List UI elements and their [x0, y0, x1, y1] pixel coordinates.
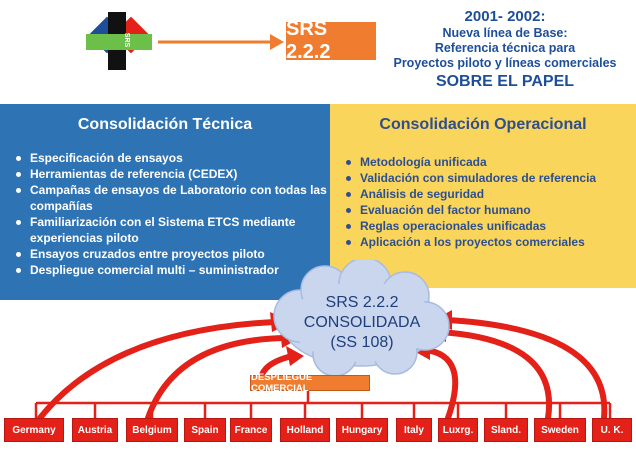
srs-logo: SRS: [86, 12, 152, 70]
country-austria: Austria: [72, 418, 118, 442]
deployment-label: DESPLIEGUE COMERCIAL: [250, 372, 370, 394]
country-spain: Spain: [184, 418, 226, 442]
operational-item: Reglas operacionales unificadas: [346, 218, 636, 234]
cloud-line3: (SS 108): [330, 334, 394, 351]
operational-item: Validación con simuladores de referencia: [346, 170, 636, 186]
operational-list: Metodología unificada Validación con sim…: [330, 154, 636, 250]
convergence-arrows: [37, 317, 608, 421]
technical-title: Consolidación Técnica: [77, 116, 253, 133]
srs-version-box: SRS 2.2.2: [286, 18, 376, 63]
technical-item: Especificación de ensayos: [16, 150, 330, 166]
header-on-paper: SOBRE EL PAPEL: [435, 73, 575, 90]
operational-item: Análisis de seguridad: [346, 186, 636, 202]
technical-item: Herramientas de referencia (CEDEX): [16, 166, 330, 182]
deployment-diagram: [34, 260, 612, 421]
operational-item: Evaluación del factor humano: [346, 202, 636, 218]
technical-item: Campañas de ensayos de Laboratorio con t…: [16, 182, 330, 214]
technical-item: Familiarización con el Sistema ETCS medi…: [16, 214, 330, 246]
country-sland: Sland.: [484, 418, 528, 442]
svg-text:SRS: SRS: [123, 33, 130, 48]
header-line3: Referencia técnica para: [434, 41, 576, 55]
operational-panel: Consolidación Operacional Metodología un…: [330, 104, 636, 288]
arrow-to-srs: [158, 34, 284, 50]
country-tree: [34, 391, 612, 418]
country-luxembourg: Luxrg.: [438, 418, 478, 442]
country-germany: Germany: [4, 418, 64, 442]
country-holland: Holland: [280, 418, 330, 442]
country-france: France: [230, 418, 272, 442]
operational-item: Metodología unificada: [346, 154, 636, 170]
cloud-line1: SRS 2.2.2: [325, 294, 399, 311]
technical-list: Especificación de ensayos Herramientas d…: [0, 150, 330, 278]
technical-item: Despliegue comercial multi – suministrad…: [16, 262, 330, 278]
technical-item: Ensayos cruzados entre proyectos piloto: [16, 246, 330, 262]
header-years: 2001- 2002:: [464, 8, 546, 25]
operational-title: Consolidación Operacional: [379, 116, 587, 133]
country-uk: U. K.: [592, 418, 632, 442]
technical-panel: Consolidación Técnica Especificación de …: [0, 104, 330, 300]
header-line2: Nueva línea de Base:: [442, 26, 568, 40]
country-italy: Italy: [396, 418, 432, 442]
operational-item: Aplicación a los proyectos comerciales: [346, 234, 636, 250]
cloud-line2: CONSOLIDADA: [303, 314, 421, 331]
country-sweden: Sweden: [534, 418, 586, 442]
country-belgium: Belgium: [126, 418, 178, 442]
country-hungary: Hungary: [336, 418, 388, 442]
header-line4: Proyectos piloto y líneas comerciales: [393, 56, 617, 70]
